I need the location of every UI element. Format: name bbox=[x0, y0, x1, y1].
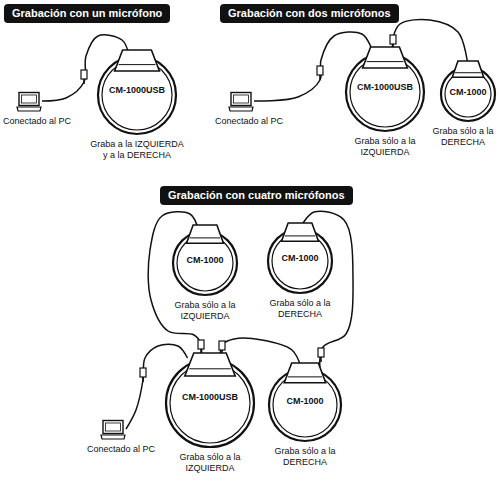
cable-plug bbox=[198, 340, 204, 354]
model-name: CM-1000 bbox=[172, 255, 238, 266]
microphone-outline bbox=[165, 358, 255, 448]
panel-title: Grabación con un micrófono bbox=[4, 4, 170, 23]
microphone: CM-1000Graba sólo a la DERECHA bbox=[268, 368, 342, 442]
panel-title-text: Grabación con un micrófono bbox=[12, 7, 162, 20]
microphone: CM-1000USBGraba sólo a la IZQUIERDA bbox=[345, 52, 425, 132]
computer-icon: Conectado al PC bbox=[100, 420, 126, 440]
model-name: CM-1000 bbox=[268, 396, 342, 407]
model-name: CM-1000 bbox=[267, 253, 333, 264]
cable-plug bbox=[318, 348, 324, 362]
panel-title-text: Grabación con dos micrófonos bbox=[228, 7, 391, 20]
panel-title-text: Grabación con cuatro micrófonos bbox=[168, 189, 345, 202]
laptop-icon bbox=[16, 92, 42, 112]
computer-icon: Conectado al PC bbox=[16, 92, 42, 112]
channel-caption: Graba sólo a la IZQUIERDA bbox=[170, 452, 250, 474]
cable-plug bbox=[317, 66, 323, 80]
channel-caption: Graba sólo a la DERECHA bbox=[428, 126, 498, 148]
cable-plug bbox=[140, 368, 146, 382]
microphone: CM-1000USBGraba a la IZQUIERDA y a la DE… bbox=[97, 55, 177, 135]
cable bbox=[221, 338, 302, 368]
channel-caption: Graba sólo a la IZQUIERDA bbox=[165, 300, 245, 322]
microphone: CM-1000Graba sólo a la IZQUIERDA bbox=[172, 230, 238, 296]
microphone: CM-1000USBGraba sólo a la IZQUIERDA bbox=[165, 358, 255, 448]
microphone: CM-1000Graba sólo a la DERECHA bbox=[267, 228, 333, 294]
microphone: CM-1000Graba sólo a la DERECHA bbox=[440, 66, 496, 122]
channel-caption: Graba sólo a la IZQUIERDA bbox=[345, 136, 425, 158]
channel-caption: Graba sólo a la DERECHA bbox=[270, 446, 340, 468]
panel-title: Grabación con cuatro micrófonos bbox=[160, 186, 353, 205]
model-name: CM-1000 bbox=[440, 87, 496, 98]
computer-caption: Conectado al PC bbox=[87, 444, 155, 455]
laptop-icon bbox=[100, 420, 126, 440]
model-name: CM-1000USB bbox=[345, 82, 425, 93]
model-name: CM-1000USB bbox=[165, 392, 255, 403]
channel-caption: Graba sólo a la DERECHA bbox=[265, 298, 335, 320]
computer-caption: Conectado al PC bbox=[3, 116, 71, 127]
laptop-icon bbox=[228, 92, 254, 112]
computer-icon: Conectado al PC bbox=[228, 92, 254, 112]
model-name: CM-1000USB bbox=[97, 85, 177, 96]
computer-caption: Conectado al PC bbox=[215, 116, 283, 127]
cable-plug bbox=[81, 70, 87, 84]
channel-caption: Graba a la IZQUIERDA y a la DERECHA bbox=[89, 139, 185, 161]
panel-title: Grabación con dos micrófonos bbox=[220, 4, 399, 23]
